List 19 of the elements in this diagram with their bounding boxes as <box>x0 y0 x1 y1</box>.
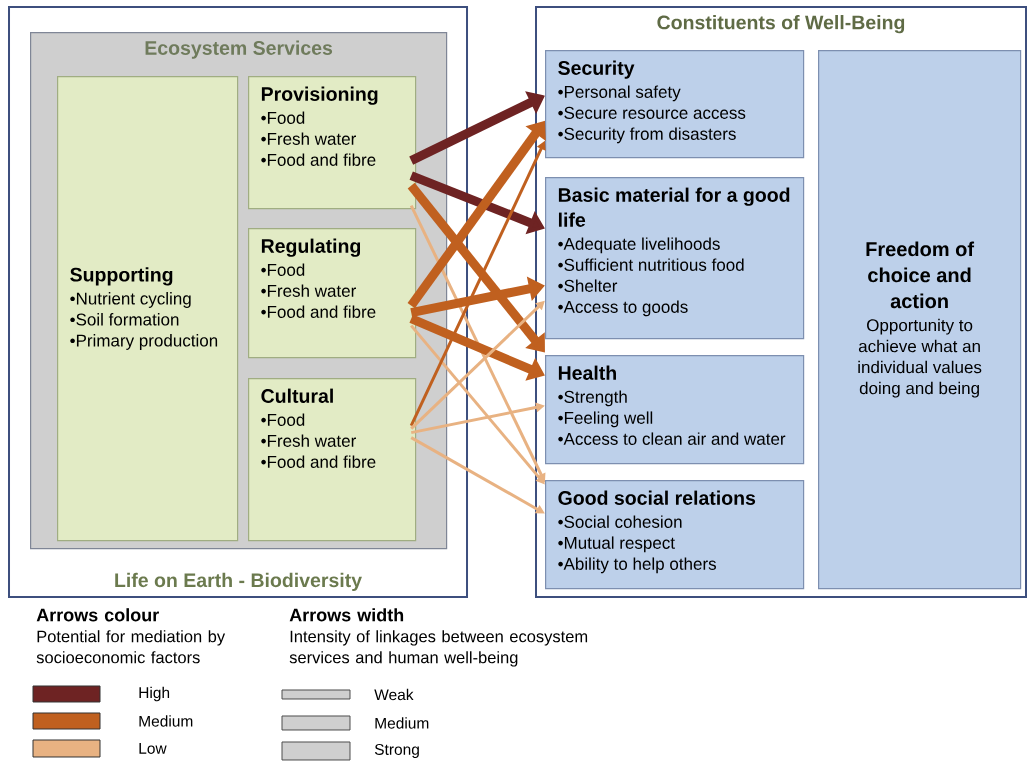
legend-label: High <box>139 686 170 702</box>
service-box: Regulating •Food •Fresh water •Food and fibre <box>248 228 417 359</box>
well-being-box: Good social relations •Social cohesion •Mutual respect •Ability to help others <box>545 480 805 590</box>
legend-heading: Arrows width <box>289 608 404 622</box>
legend-description: Potential for mediation by socioeconomic factors <box>36 630 226 664</box>
legend-label: Low <box>139 743 167 754</box>
legend-label: Medium <box>139 715 193 727</box>
legend-label: Weak <box>374 688 414 701</box>
legend-description: Intensity of linkages between ecosystem services and human well-being <box>289 630 588 667</box>
well-being-box: Health •Strength •Feeling well •Access to clean air and water <box>545 355 805 465</box>
legend-label: Strong <box>374 743 419 758</box>
well-being-box: Freedom of choice and action Opportunity to achieve what an individual values doing and being <box>818 50 1022 590</box>
service-box: Cultural •Food •Fresh water •Food and fibre <box>248 378 417 542</box>
well-being-box: Basic material for a good life •Adequate livelihoods •Sufficient nutritious food •Shelter •Access to goods <box>545 177 805 340</box>
service-box: Supporting •Nutrient cycling •Soil formation •Primary production <box>57 76 239 542</box>
legend-label: Medium <box>375 717 429 729</box>
well-being-box: Security •Personal safety •Secure resource access •Security from disasters <box>545 50 805 159</box>
legend-heading: Arrows colour <box>36 608 159 622</box>
service-box: Provisioning •Food •Fresh water •Food and fibre <box>248 76 417 210</box>
